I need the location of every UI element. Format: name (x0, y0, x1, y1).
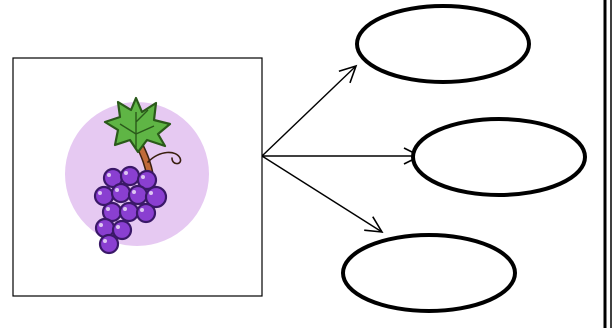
bottom-answer-oval[interactable] (341, 233, 517, 313)
middle-answer-oval[interactable] (411, 117, 587, 197)
grape-highlights (98, 171, 153, 243)
arrow-to-bottom-oval (261, 155, 384, 233)
top-answer-oval[interactable] (355, 4, 531, 84)
arrow-to-top-oval (261, 64, 358, 157)
grape-bunch-icon (65, 96, 209, 255)
page-border-right (603, 0, 612, 328)
